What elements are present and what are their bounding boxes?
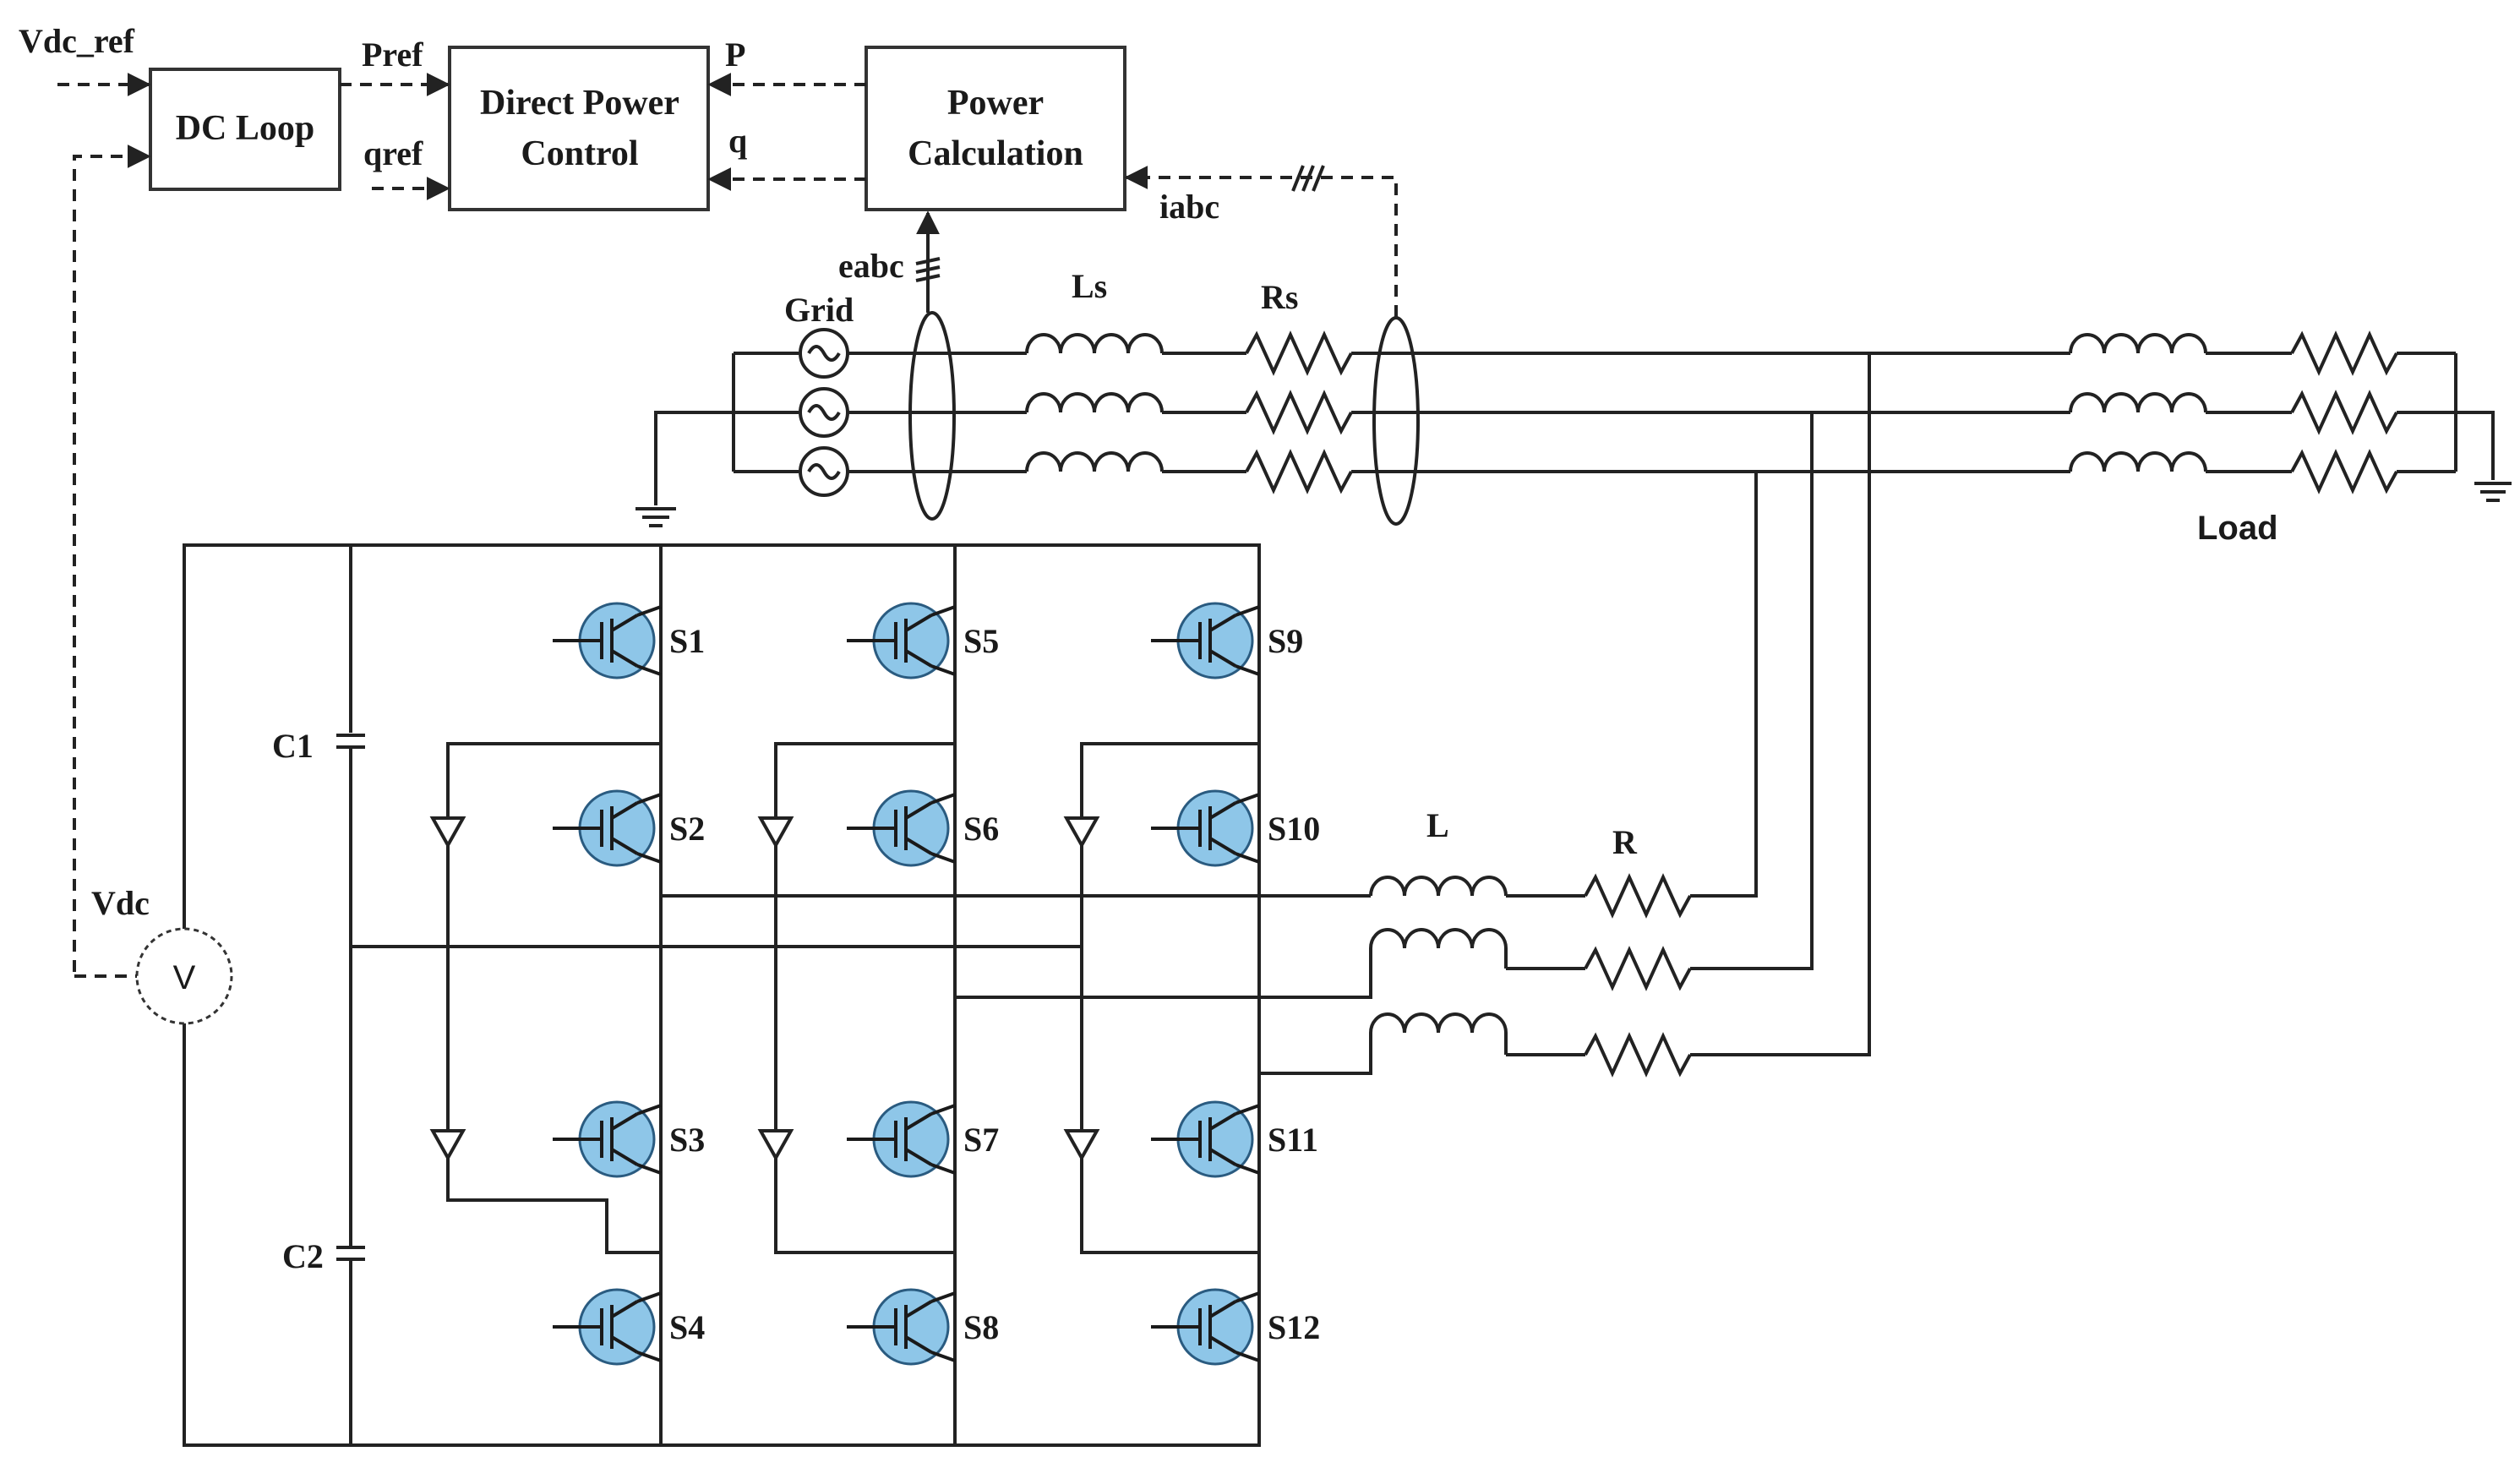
dc-loop-label: DC Loop xyxy=(176,109,315,148)
grid-label: Grid xyxy=(784,291,854,329)
resistor-icon xyxy=(1245,390,1353,435)
switch-label: S6 xyxy=(963,810,999,848)
qref-label: qref xyxy=(363,134,423,172)
igbt-switch-icon xyxy=(1151,1288,1260,1366)
switch-label: S8 xyxy=(963,1308,999,1346)
resistor-icon xyxy=(1245,330,1353,376)
filter-r-label: R xyxy=(1612,823,1638,861)
igbt-switch-icon xyxy=(1151,789,1260,867)
resistor-icon xyxy=(1584,946,1692,991)
resistor-icon xyxy=(1245,449,1353,494)
capacitor-c2 xyxy=(336,1246,365,1261)
inductor-icon xyxy=(1369,928,1508,949)
diode-icon xyxy=(757,816,794,849)
igbt-switch-icon xyxy=(1151,1100,1260,1178)
diode-icon xyxy=(1063,1129,1100,1162)
pref-label: Pref xyxy=(362,35,423,74)
power-calculation-block xyxy=(865,46,1126,211)
ac-source-icon xyxy=(799,446,849,497)
igbt-switch-icon xyxy=(847,1100,956,1178)
switch-label: S2 xyxy=(669,810,705,848)
resistor-icon xyxy=(1584,873,1692,919)
grid-section: Grid Ls xyxy=(635,267,2512,1056)
inductor-icon xyxy=(2069,392,2207,413)
igbt-switch-icon xyxy=(553,602,662,679)
dpc-label-line2: Control xyxy=(521,134,638,173)
inverter-section: C1 C2 xyxy=(74,543,1320,1447)
switch-label: S10 xyxy=(1268,810,1320,848)
resistor-icon xyxy=(2290,449,2398,494)
igbt-switch-icon xyxy=(847,1288,956,1366)
capacitor-c1 xyxy=(336,733,365,749)
igbt-switch-icon xyxy=(553,1100,662,1178)
diode-icon xyxy=(429,816,466,849)
voltage-sensor-ellipse xyxy=(908,311,956,521)
vdc-label: Vdc xyxy=(91,884,150,922)
iabc-label: iabc xyxy=(1159,188,1219,226)
resistor-icon xyxy=(2290,330,2398,376)
pc-label-line2: Calculation xyxy=(908,134,1083,173)
eabc-label: eabc xyxy=(838,247,904,285)
switch-label: S9 xyxy=(1268,622,1303,660)
c2-label: C2 xyxy=(282,1237,324,1275)
igbt-switch-icon xyxy=(553,789,662,867)
inductor-icon xyxy=(1025,392,1164,413)
p-label: P xyxy=(725,35,745,74)
switch-label: S7 xyxy=(963,1121,999,1159)
ls-label: Ls xyxy=(1072,267,1107,305)
igbt-switch-icon xyxy=(847,789,956,867)
diode-icon xyxy=(429,1129,466,1162)
inductor-icon xyxy=(2069,451,2207,472)
igbt-switch-icon xyxy=(553,1288,662,1366)
igbt-switch-icon xyxy=(1151,602,1260,679)
resistor-icon xyxy=(1584,1032,1692,1078)
dc-loop-block xyxy=(149,68,341,191)
inductor-icon xyxy=(1369,876,1508,897)
diode-icon xyxy=(757,1129,794,1162)
switch-label: S3 xyxy=(669,1121,705,1159)
inductor-icon xyxy=(2069,333,2207,354)
ac-source-icon xyxy=(799,328,849,379)
voltmeter-symbol: V xyxy=(173,959,196,996)
filter-section: L R xyxy=(661,806,1692,1078)
ac-source-icon xyxy=(799,387,849,438)
diode-icon xyxy=(1063,816,1100,849)
vdc-ref-label: Vdc_ref xyxy=(19,22,135,60)
dpc-label-line1: Direct Power xyxy=(480,84,679,123)
switch-label: S11 xyxy=(1268,1121,1318,1159)
load-label: Load xyxy=(2197,510,2278,547)
switch-label: S1 xyxy=(669,622,705,660)
current-sensor-ellipse xyxy=(1372,316,1420,526)
voltmeter-icon xyxy=(135,927,233,1025)
switch-label: S4 xyxy=(669,1308,705,1346)
direct-power-control-block xyxy=(448,46,710,211)
rs-label: Rs xyxy=(1261,278,1298,316)
filter-l-label: L xyxy=(1426,806,1449,844)
c1-label: C1 xyxy=(272,727,314,765)
igbt-switch-icon xyxy=(847,602,956,679)
switch-label: S5 xyxy=(963,622,999,660)
inductor-icon xyxy=(1025,451,1164,472)
switch-label: S12 xyxy=(1268,1308,1320,1346)
inductor-icon xyxy=(1369,1012,1508,1034)
pc-label-line1: Power xyxy=(947,84,1044,123)
resistor-icon xyxy=(2290,390,2398,435)
inductor-icon xyxy=(1025,333,1164,354)
control-section: DC Loop Direct Power Control Power Calcu… xyxy=(19,22,1398,972)
q-label: q xyxy=(728,122,747,160)
